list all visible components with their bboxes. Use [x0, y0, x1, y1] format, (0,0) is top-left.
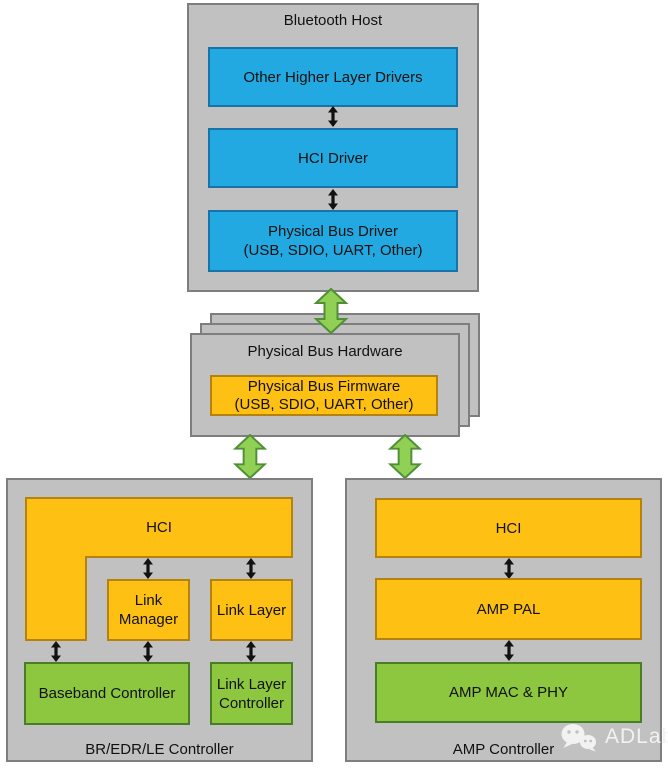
adlab-label: ADLab — [605, 725, 668, 748]
physical-bus-firmware-box: Physical Bus Firmware (USB, SDIO, UART, … — [210, 375, 438, 416]
hci-driver-label: HCI Driver — [298, 149, 368, 167]
baseband-controller-box: Baseband Controller — [24, 662, 190, 725]
bus-to-amp-arrow-icon — [387, 434, 423, 479]
adlab-watermark: ADLab — [560, 722, 668, 752]
hci-lshape-box — [25, 497, 293, 641]
double-arrow-icon — [504, 558, 514, 579]
physical-bus-hardware-title: Physical Bus Hardware — [247, 343, 403, 360]
double-arrow-icon — [504, 640, 514, 661]
bluetooth-host-box: Bluetooth Host Other Higher Layer Driver… — [187, 3, 479, 292]
baseband-controller-label: Baseband Controller — [38, 685, 176, 702]
double-arrow-icon — [328, 189, 338, 210]
bredr-hci-label: HCI — [25, 497, 293, 558]
double-arrow-icon — [143, 641, 153, 662]
physical-bus-driver-box: Physical Bus Driver (USB, SDIO, UART, Ot… — [208, 210, 458, 272]
wechat-icon — [561, 724, 596, 752]
host-to-bus-arrow-icon — [313, 288, 349, 334]
amp-controller-box: HCI AMP PAL AMP MAC & PHY AMP Controller — [345, 478, 662, 762]
other-higher-layer-drivers-label: Other Higher Layer Drivers — [243, 68, 423, 86]
physical-bus-driver-label-line2: (USB, SDIO, UART, Other) — [243, 242, 423, 259]
link-manager-label: Link Manager — [118, 592, 179, 628]
link-layer-box: Link Layer — [210, 579, 293, 641]
double-arrow-icon — [143, 558, 153, 579]
other-higher-layer-drivers-box: Other Higher Layer Drivers — [208, 47, 458, 107]
physical-bus-firmware-label-line1: Physical Bus Firmware — [247, 377, 401, 395]
amp-mac-phy-label: AMP MAC & PHY — [449, 684, 568, 701]
amp-hci-label: HCI — [495, 519, 522, 537]
bredr-le-controller-box: HCI Link Manager Link Layer Baseband Con… — [6, 478, 313, 762]
bredr-hci-text: HCI — [146, 519, 172, 536]
link-layer-controller-box: Link Layer Controller — [210, 662, 293, 725]
amp-controller-title: AMP Controller — [452, 741, 555, 758]
link-layer-label: Link Layer — [216, 601, 287, 619]
amp-mac-phy-box: AMP MAC & PHY — [375, 662, 642, 723]
physical-bus-driver-label-line1: Physical Bus Driver — [267, 223, 399, 240]
physical-bus-hardware-box: Physical Bus Hardware Physical Bus Firmw… — [190, 333, 460, 437]
double-arrow-icon — [246, 641, 256, 662]
double-arrow-icon — [51, 641, 61, 662]
amp-pal-label: AMP PAL — [476, 600, 541, 618]
bluetooth-host-title: Bluetooth Host — [283, 12, 383, 29]
double-arrow-icon — [328, 106, 338, 127]
amp-hci-box: HCI — [375, 498, 642, 558]
double-arrow-icon — [246, 558, 256, 579]
link-manager-box: Link Manager — [107, 579, 190, 641]
bredr-le-controller-title: BR/EDR/LE Controller — [85, 741, 234, 758]
physical-bus-firmware-label-line2: (USB, SDIO, UART, Other) — [234, 395, 414, 413]
amp-pal-box: AMP PAL — [375, 578, 642, 640]
link-layer-controller-label: Link Layer Controller — [216, 675, 287, 712]
hci-driver-box: HCI Driver — [208, 128, 458, 188]
bus-to-bredr-arrow-icon — [232, 434, 268, 479]
